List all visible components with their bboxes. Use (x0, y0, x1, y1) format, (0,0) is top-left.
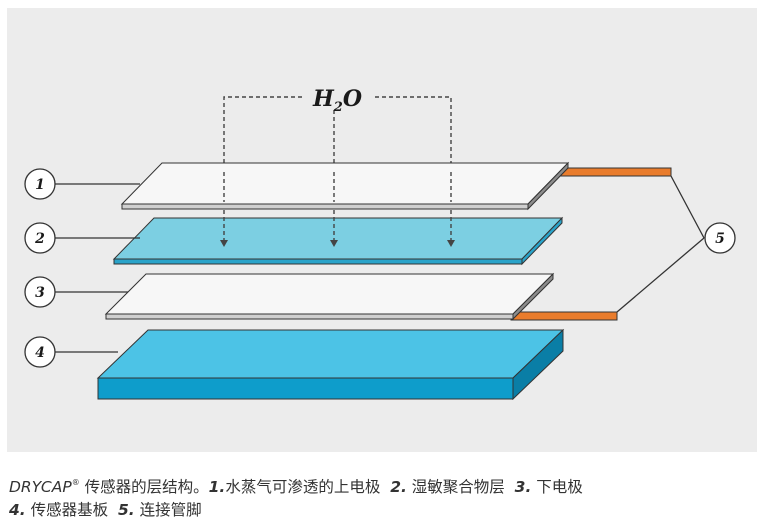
callout-4: 4 (24, 336, 56, 368)
vapor-path-left (223, 96, 305, 184)
callout-circle-2 (24, 222, 56, 254)
upper-electrode-front (121, 203, 529, 210)
substrate-layer (96, 328, 565, 401)
caption-item-3-text: 下电极 (531, 478, 583, 496)
caption-item-3-number: 3. (514, 478, 532, 496)
upper-electrode-face (120, 162, 570, 205)
callout-3: 3 (24, 276, 56, 308)
lower-electrode-side (105, 313, 514, 320)
callout-circle-1 (24, 168, 56, 200)
vapor-paths (223, 96, 452, 240)
leader-line-5a (670, 175, 705, 239)
vapor-arrowheads (220, 240, 455, 247)
h2o-label: H2O (312, 86, 362, 115)
h2o-main: H (312, 86, 335, 112)
substrate-front-face (97, 377, 514, 400)
substrate-top-face (96, 329, 565, 379)
caption-registered-mark: ® (71, 478, 80, 487)
callout-circle-4 (24, 336, 56, 368)
substrate-side-face (512, 328, 564, 401)
lower-electrode-face (104, 273, 555, 315)
leader-line-5b (616, 237, 705, 313)
h2o-tail: O (343, 86, 362, 112)
caption-item-1-text: 水蒸气可渗透的上电极 (225, 478, 381, 496)
callout-label-1: 1 (35, 177, 45, 193)
polymer-front (113, 258, 523, 265)
arrowhead-center (330, 240, 338, 247)
caption-brand: DRYCAP (9, 478, 72, 496)
caption-item-4-text: 传感器基板 (25, 501, 109, 519)
caption-item-5-text: 连接管脚 (134, 501, 202, 519)
caption-item-1-number: 1. (208, 478, 226, 496)
callout-5: 5 (704, 222, 736, 254)
caption-item-5-number: 5. (117, 501, 135, 519)
leader-lines (55, 175, 705, 353)
figure-caption: DRYCAP® 传感器的层结构。1.水蒸气可渗透的上电极 2. 湿敏聚合物层 3… (9, 471, 759, 522)
lower-electrode-layer (104, 272, 618, 321)
vapor-path-right (375, 96, 452, 184)
vapor-through-upper (223, 172, 452, 202)
caption-item-4-number: 4. (9, 501, 26, 519)
h2o-subscript: 2 (333, 100, 343, 115)
caption-item-2-text: 湿敏聚合物层 (406, 478, 505, 496)
callout-1: 1 (24, 168, 56, 200)
caption-intro: 传感器的层结构。 (79, 478, 209, 496)
polymer-layer (112, 216, 564, 266)
caption-item-2-number: 2. (390, 478, 407, 496)
polymer-edge (521, 216, 563, 266)
lower-electrode-edge (512, 272, 554, 321)
callout-2: 2 (24, 222, 56, 254)
callout-label-3: 3 (35, 285, 45, 301)
upper-electrode-edge (527, 161, 569, 211)
callout-circle-5 (704, 222, 736, 254)
polymer-face (112, 217, 564, 260)
upper-electrode-lead (560, 167, 672, 177)
upper-electrode-layer (120, 161, 672, 211)
lower-electrode-lead (510, 311, 618, 321)
arrowhead-left (220, 240, 228, 247)
callout-label-2: 2 (34, 231, 45, 247)
callout-circle-3 (24, 276, 56, 308)
callout-label-4: 4 (35, 345, 45, 361)
arrowhead-right (447, 240, 455, 247)
callout-label-5: 5 (715, 231, 725, 247)
